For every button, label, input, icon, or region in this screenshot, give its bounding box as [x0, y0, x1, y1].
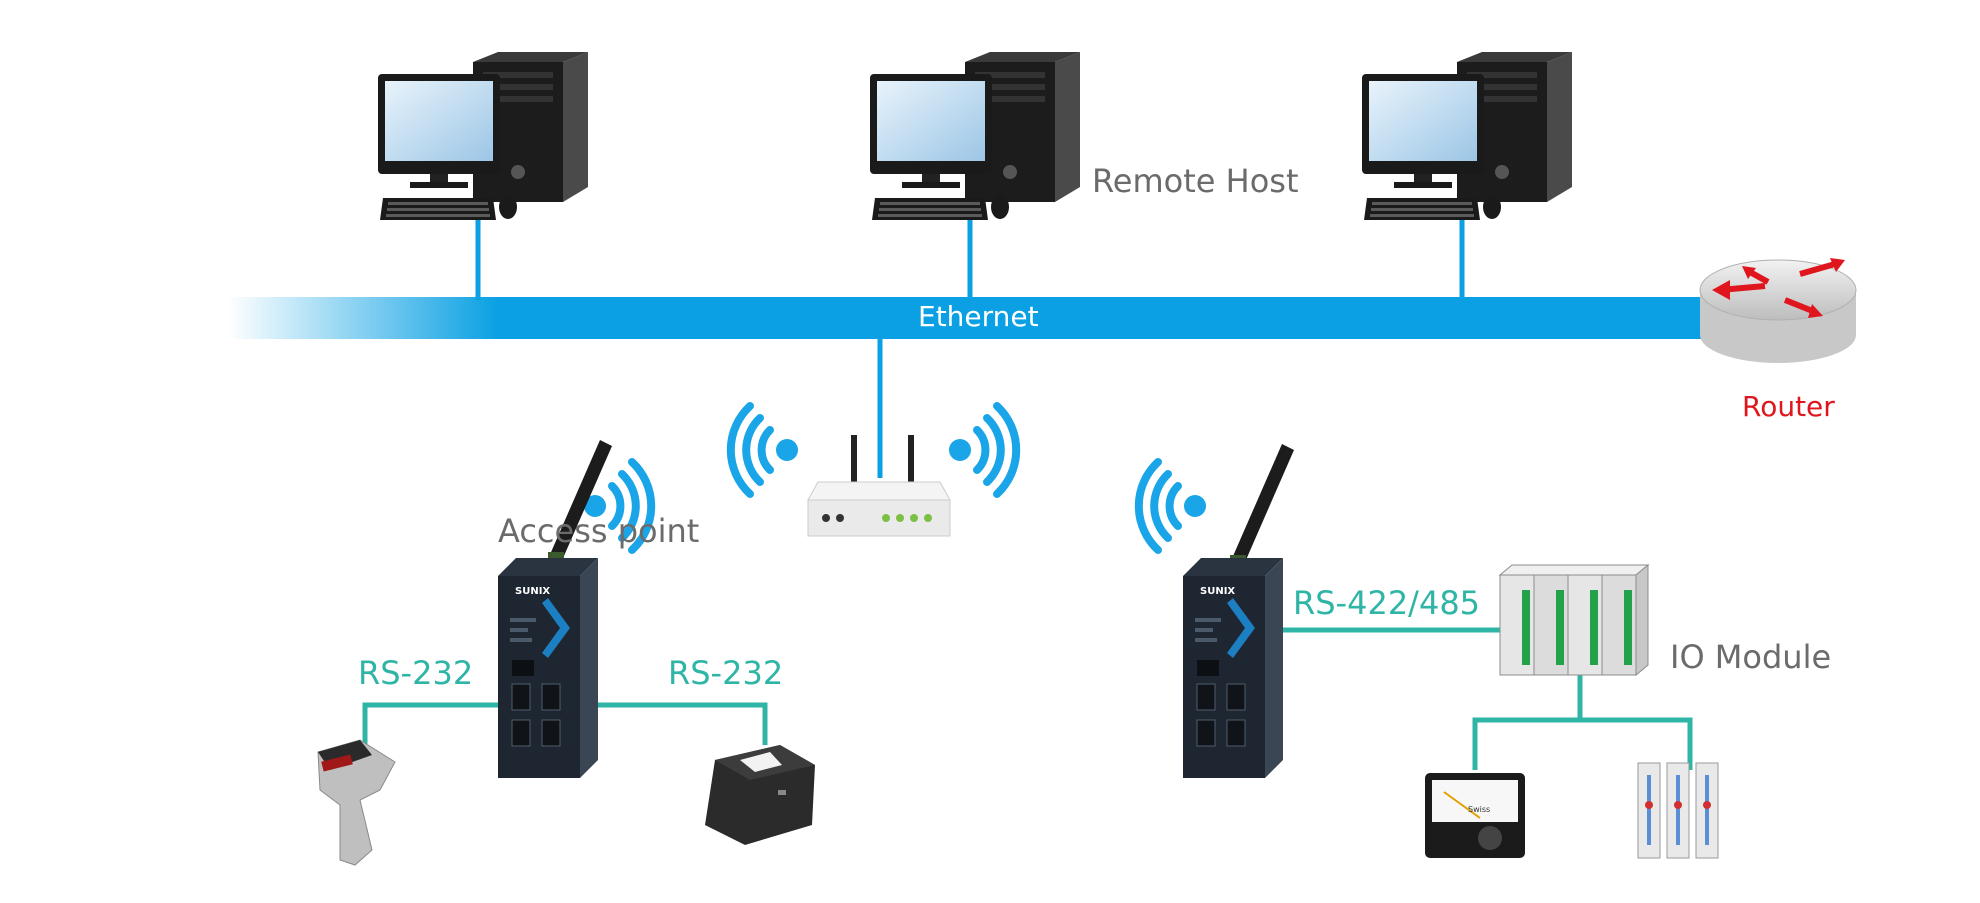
serial-device-server-icon: [497, 440, 612, 779]
wifi-signal-icon: [1134, 458, 1206, 554]
receipt-printer-icon: [705, 745, 815, 845]
router-label: Router: [1742, 390, 1835, 423]
barcode-scanner-icon: [317, 739, 396, 866]
router-icon: [1699, 258, 1857, 363]
serial-device-server-icon: [1182, 444, 1294, 779]
wifi-signal-icon: [726, 402, 798, 498]
panel-meter-icon: [1425, 773, 1525, 858]
desktop-computer-icon: [378, 52, 588, 220]
wifi-signal-icon: [584, 458, 656, 554]
remote-host-label: Remote Host: [1092, 162, 1299, 200]
wifi-signal-icon: [949, 402, 1021, 498]
rs232-left-label: RS-232: [358, 654, 474, 692]
wifi-access-point-icon: [807, 435, 951, 537]
ethernet-label: Ethernet: [918, 300, 1039, 333]
meter-brand: Swiss: [1468, 805, 1490, 814]
ethernet-bus: [228, 297, 1728, 339]
level-gauge-icon: [1637, 762, 1719, 859]
desktop-computer-icon: [870, 52, 1080, 220]
device-brand-right: SUNIX: [1200, 586, 1235, 597]
rs422-485-label: RS-422/485: [1293, 584, 1481, 622]
access-point-label: Access point: [498, 512, 700, 550]
io-module-icon: [1498, 563, 1650, 677]
io-module-label: IO Module: [1670, 638, 1832, 676]
serial-lines: [362, 627, 1693, 770]
rs232-right-label: RS-232: [668, 654, 784, 692]
device-brand-left: SUNIX: [515, 586, 550, 597]
desktop-computer-icon: [1362, 52, 1572, 220]
